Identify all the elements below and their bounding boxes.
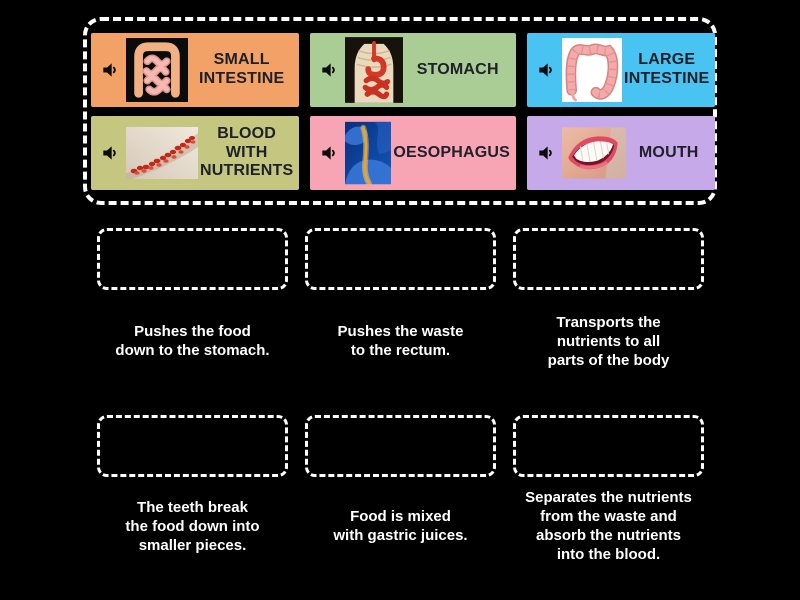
answer-bank: SMALL INTESTINE: [83, 17, 717, 205]
definition-text: Separates the nutrients from the waste a…: [525, 489, 692, 563]
definition-text: The teeth break the food down into small…: [125, 498, 260, 554]
tile-label: SMALL INTESTINE: [198, 51, 285, 87]
drop-zone-2[interactable]: [305, 228, 496, 290]
match-cell: The teeth break the food down into small…: [97, 415, 288, 565]
tile-stomach[interactable]: STOMACH: [310, 33, 517, 107]
tile-large-intestine[interactable]: LARGE INTESTINE: [527, 33, 716, 107]
tile-oesophagus[interactable]: OESOPHAGUS: [310, 116, 517, 190]
drop-zone-3[interactable]: [513, 228, 704, 290]
tile-blood-with-nutrients[interactable]: BLOOD WITH NUTRIENTS: [91, 116, 300, 190]
tile-label: STOMACH: [416, 60, 499, 78]
match-cell: Transports the nutrients to all parts of…: [513, 228, 704, 370]
definition-text: Pushes the food down to the stomach.: [115, 323, 270, 359]
tile-label: BLOOD WITH NUTRIENTS: [200, 125, 294, 180]
definition-text: Pushes the waste to the rectum.: [337, 323, 464, 359]
large-intestine-image: [562, 37, 623, 103]
small-intestine-image: [126, 37, 188, 103]
tile-small-intestine[interactable]: SMALL INTESTINE: [91, 33, 300, 107]
match-cell: Pushes the waste to the rectum.: [305, 228, 496, 370]
speaker-low-icon[interactable]: [99, 59, 121, 81]
stomach-image: [345, 36, 404, 104]
speaker-low-icon[interactable]: [535, 59, 557, 81]
match-row-2: The teeth break the food down into small…: [97, 415, 704, 565]
drop-zone-4[interactable]: [97, 415, 288, 477]
definition-text: Food is mixed with gastric juices.: [333, 508, 468, 544]
match-row-1: Pushes the food down to the stomach. Pus…: [97, 228, 704, 370]
speaker-low-icon[interactable]: [535, 142, 557, 164]
drop-zone-1[interactable]: [97, 228, 288, 290]
tile-label: MOUTH: [638, 143, 699, 161]
tile-mouth[interactable]: MOUTH: [527, 116, 716, 190]
match-cell: Pushes the food down to the stomach.: [97, 228, 288, 370]
mouth-image: [562, 127, 627, 179]
speaker-low-icon[interactable]: [318, 59, 340, 81]
match-cell: Separates the nutrients from the waste a…: [513, 415, 704, 565]
match-cell: Food is mixed with gastric juices.: [305, 415, 496, 565]
definition-text: Transports the nutrients to all parts of…: [547, 313, 670, 369]
tile-label: OESOPHAGUS: [393, 143, 511, 161]
speaker-low-icon[interactable]: [99, 142, 121, 164]
blood-with-nutrients-image: [126, 127, 198, 179]
drop-zone-5[interactable]: [305, 415, 496, 477]
speaker-low-icon[interactable]: [318, 142, 340, 164]
tile-label: LARGE INTESTINE: [624, 51, 710, 87]
oesophagus-image: [345, 121, 392, 185]
drop-zone-6[interactable]: [513, 415, 704, 477]
